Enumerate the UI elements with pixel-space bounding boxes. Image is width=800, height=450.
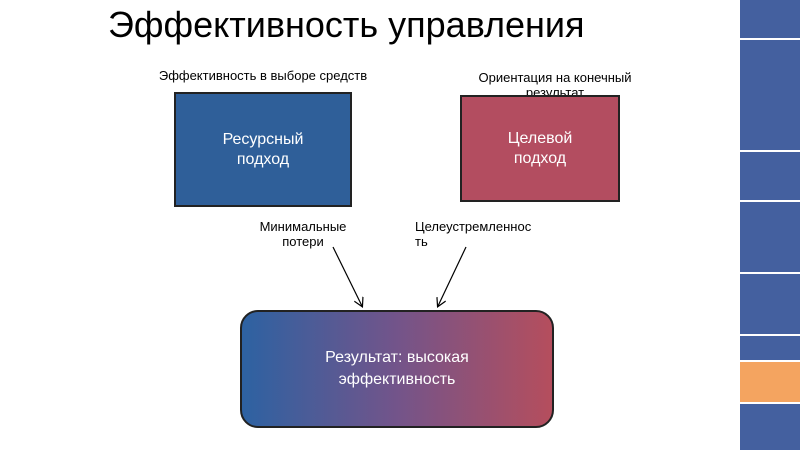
target-approach-box: Целевой подход xyxy=(460,95,620,202)
purposefulness-label: Целеустремленнос ть xyxy=(415,219,531,249)
sidebar-block xyxy=(740,202,800,272)
purposefulness-label-line1: Целеустремленнос xyxy=(415,219,532,234)
sidebar-block xyxy=(740,274,800,334)
minimal-losses-label: Минимальные потери xyxy=(259,219,347,249)
resource-approach-box: Ресурсный подход xyxy=(174,92,352,207)
resource-approach-caption: Эффективность в выборе средств xyxy=(158,68,368,83)
sidebar-block xyxy=(740,404,800,450)
resource-approach-label-line1: Ресурсный xyxy=(222,130,304,148)
sidebar-block xyxy=(740,152,800,200)
sidebar-block xyxy=(740,336,800,360)
slide-title: Эффективность управления xyxy=(108,4,585,45)
losses-arrow xyxy=(332,246,362,306)
result-label-line2: эффективность xyxy=(338,371,456,388)
result-label-line1: Результат: высокая xyxy=(325,349,469,366)
target-approach-label-line2: подход xyxy=(513,149,567,167)
result-box: Результат: высокая эффективность xyxy=(240,310,554,428)
sidebar-accent-block xyxy=(740,362,800,402)
purposefulness-label-line2: ть xyxy=(415,234,428,249)
resource-approach-label-line2: подход xyxy=(236,150,290,168)
decorative-sidebar xyxy=(740,0,800,450)
target-approach-label-line1: Целевой xyxy=(507,129,573,147)
purposefulness-arrow xyxy=(438,246,467,306)
sidebar-block xyxy=(740,40,800,150)
sidebar-block xyxy=(740,0,800,38)
